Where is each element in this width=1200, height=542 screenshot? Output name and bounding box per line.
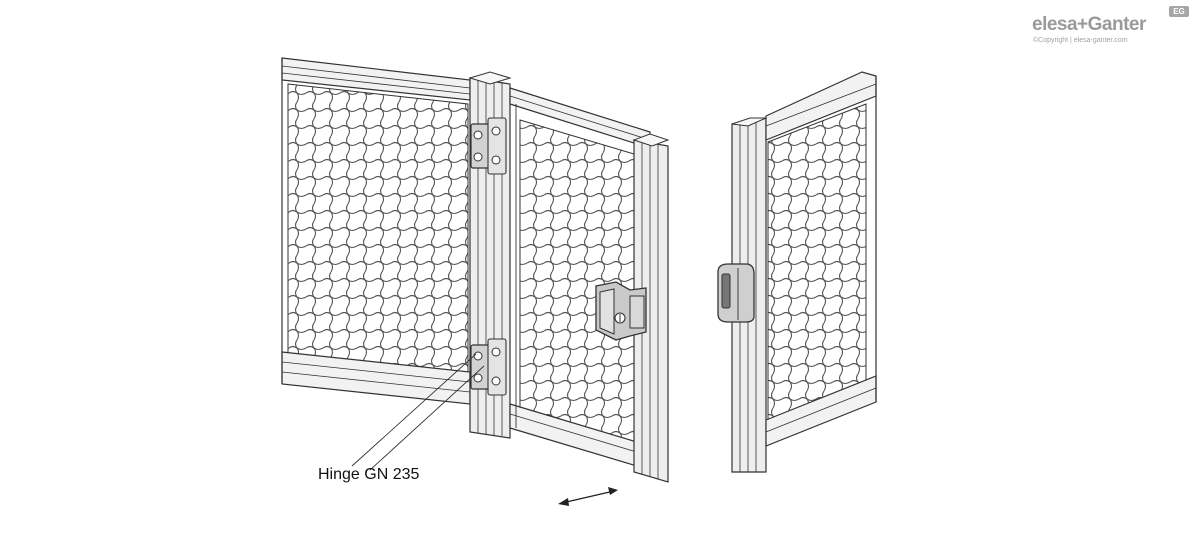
logo-wordmark: elesa+Ganter: [1032, 14, 1146, 35]
swing-direction-arrow: [558, 487, 618, 506]
logo-badge: EG: [1169, 6, 1189, 17]
left-fixed-panel: [281, 57, 471, 405]
elesa-ganter-logo: elesa+Ganter EG ©Copyright | elesa-gante…: [1032, 6, 1192, 46]
door-panel: [509, 87, 670, 483]
lower-hinge: [470, 338, 507, 396]
latch-catch: [717, 263, 755, 323]
door-latch: [595, 281, 647, 341]
logo-copyright: ©Copyright | elesa-ganter.com: [1033, 37, 1128, 44]
upper-hinge: [470, 117, 507, 175]
hinge-callout-label: Hinge GN 235: [318, 466, 420, 483]
hinge-callout-leader: [351, 353, 485, 471]
